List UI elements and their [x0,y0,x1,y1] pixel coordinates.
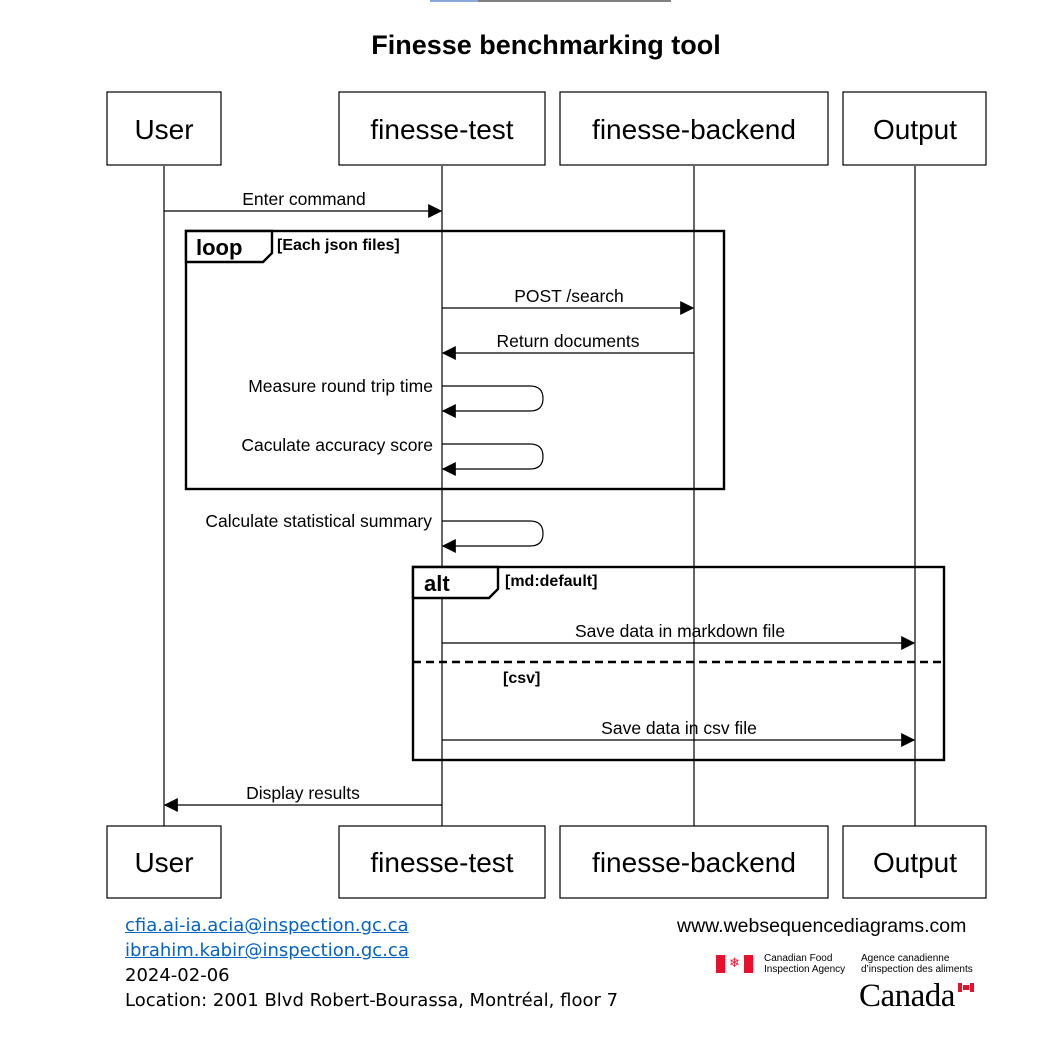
agency-name-french: Agence canadienne d’inspection des alime… [861,953,973,975]
footer-location: Location: 2001 Blvd Robert-Bourassa, Mon… [125,990,619,1011]
email-link-cfia[interactable]: cfia.ai-ia.acia@inspection.gc.ca [125,915,409,936]
sequence-diagram: Finesse benchmarking tool User finesse-t… [106,0,987,899]
alt-else-condition: [csv] [503,670,540,687]
wordmark-flag-icon [958,983,974,992]
diagram-title: Finesse benchmarking tool [371,30,721,60]
message-label: Save data in csv file [601,718,757,738]
participant-finesse-backend-bottom: finesse-backend [559,825,829,899]
message-save-csv: Save data in csv file [442,718,916,747]
participant-label: finesse-backend [592,114,796,145]
participant-label: finesse-test [370,847,513,878]
participant-finesse-test-top: finesse-test [338,91,546,166]
cfia-signature: ❄ Canadian Food Inspection Agency Agence… [716,952,996,1014]
email-link-ibrahim[interactable]: ibrahim.kabir@inspection.gc.ca [125,940,409,961]
message-label: Calculate statistical summary [205,511,432,531]
participant-finesse-test-bottom: finesse-test [338,825,546,899]
alt-keyword: alt [424,571,450,596]
agency-name-english: Canadian Food Inspection Agency [764,953,846,975]
alt-frame: alt [md:default] [csv] [411,565,946,762]
message-label: Caculate accuracy score [241,435,433,455]
websequencediagrams-credit: www.websequencediagrams.com [677,915,967,937]
message-save-markdown: Save data in markdown file [442,621,916,650]
participant-finesse-backend-top: finesse-backend [559,91,829,166]
footer-contact: cfia.ai-ia.acia@inspection.gc.ca ibrahim… [125,913,618,1013]
loop-frame: loop [Each json files] [184,229,726,491]
participant-label: finesse-test [370,114,513,145]
message-label: Save data in markdown file [575,621,785,641]
participant-label: User [134,847,193,878]
loop-keyword: loop [196,235,242,260]
participant-user-bottom: User [106,825,222,899]
participant-output-bottom: Output [842,825,987,899]
participant-label: finesse-backend [592,847,796,878]
alt-condition: [md:default] [505,573,597,590]
canada-flag-icon: ❄ [716,955,753,973]
canada-wordmark: Canada [859,978,955,1014]
participant-label: User [134,114,193,145]
message-label: Measure round trip time [248,376,433,396]
loop-condition: [Each json files] [277,237,400,254]
message-label: POST /search [514,286,624,306]
message-display-results: Display results [163,783,442,812]
message-enter-command: Enter command [164,189,443,218]
message-label: Enter command [242,189,366,209]
message-measure-round-trip: Measure round trip time [248,376,544,418]
lifelines [163,166,916,826]
message-return-documents: Return documents [441,331,694,360]
footer-date: 2024-02-06 [125,965,230,986]
participant-label: Output [873,847,957,878]
message-statistical-summary: Calculate statistical summary [205,511,544,553]
participant-label: Output [873,114,957,145]
message-label: Return documents [497,331,640,351]
participant-output-top: Output [842,91,987,166]
message-caculate-accuracy: Caculate accuracy score [241,435,544,476]
message-label: Display results [246,783,360,803]
message-post-search: POST /search [442,286,695,315]
participant-user-top: User [106,91,222,166]
